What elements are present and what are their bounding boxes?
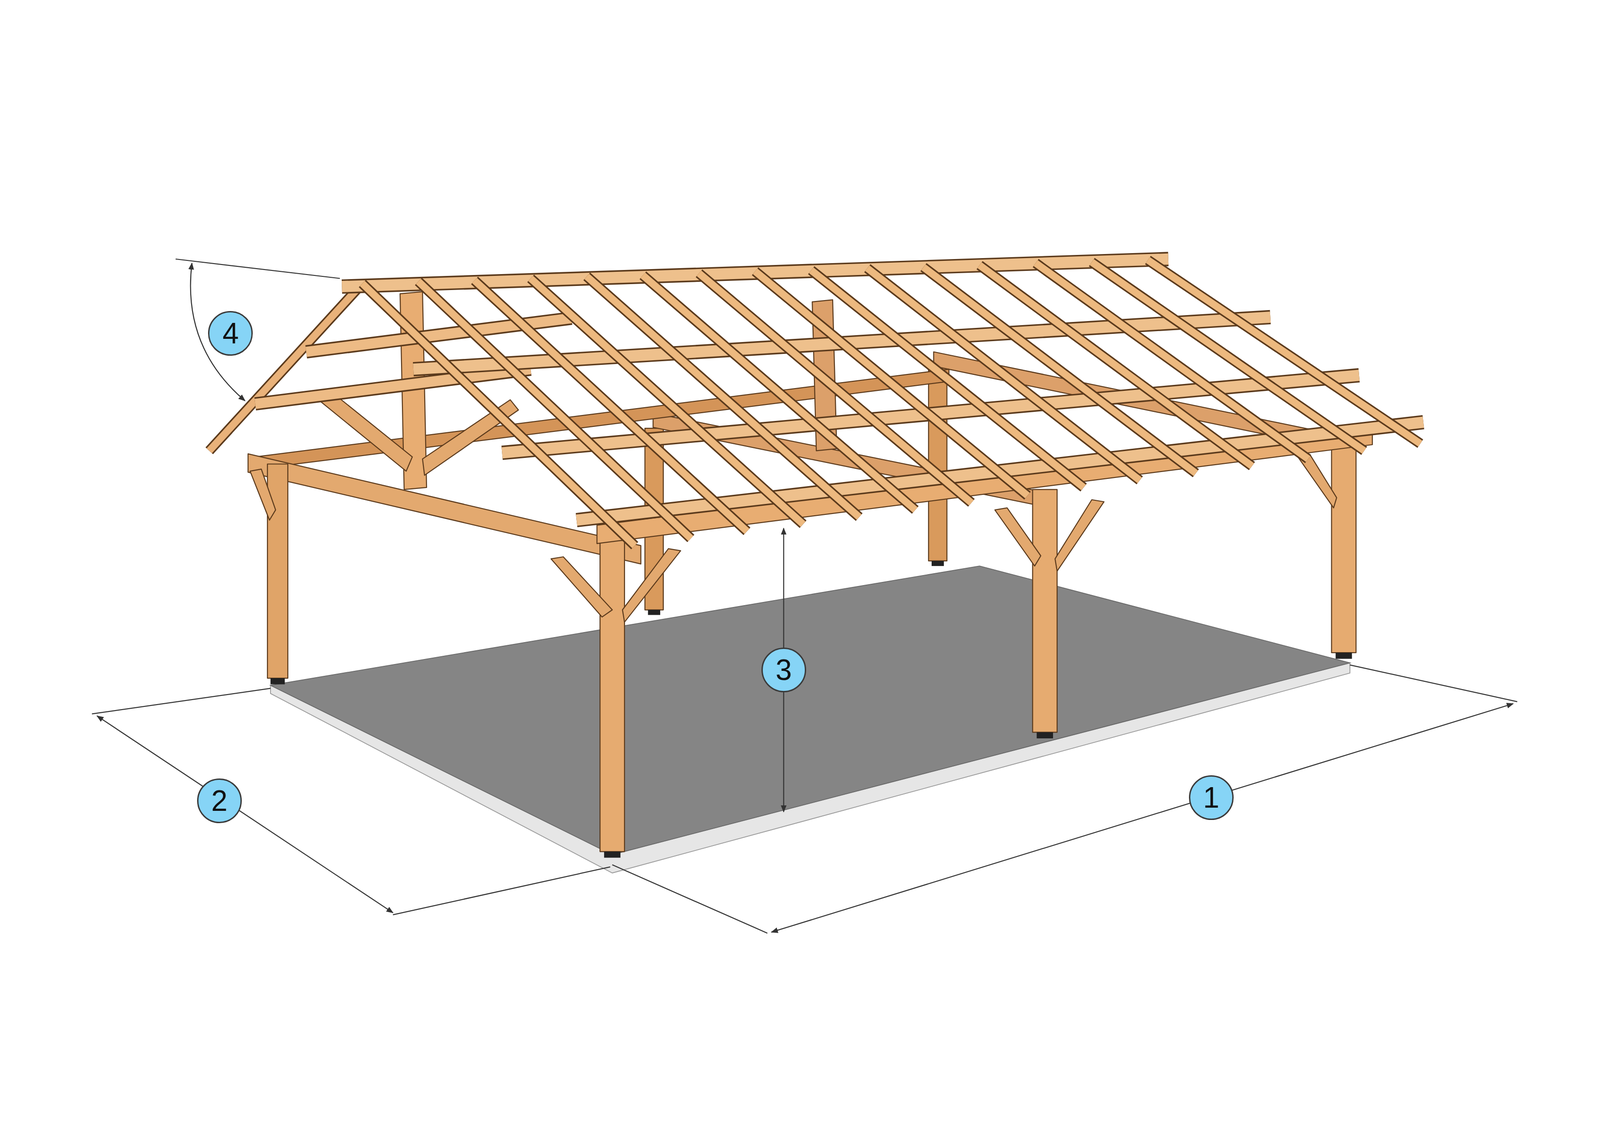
callout-number: 2 [211,786,228,816]
callout-number: 3 [775,655,793,685]
callout-circle: 2 [197,778,242,824]
callout-circle: 4 [208,311,253,356]
callout-circle: 1 [1188,775,1234,821]
callout-circle: 3 [761,647,807,693]
callout-number: 1 [1203,783,1220,813]
callout-number: 4 [222,318,240,349]
dimension-lines [92,259,1518,934]
timber-frame [209,259,1424,859]
concrete-slab [270,566,1350,874]
